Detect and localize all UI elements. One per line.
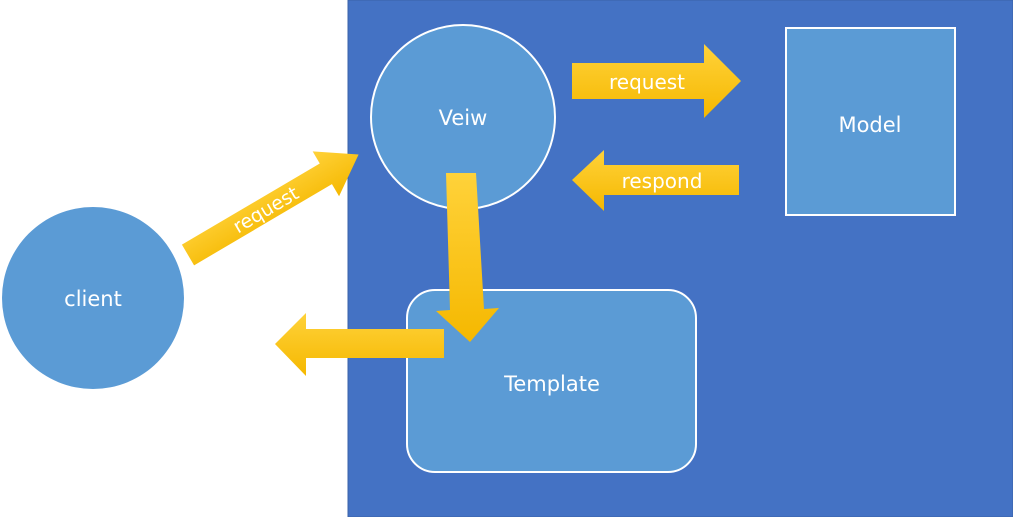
- client-to-view-label: request: [229, 182, 302, 238]
- template-to-client-arrow: [275, 313, 444, 376]
- model-node: [785, 27, 956, 216]
- client-node: [2, 207, 184, 389]
- model-to-view-arrow: [572, 150, 739, 211]
- model-label: Model: [838, 113, 901, 137]
- template-label: Template: [503, 372, 600, 396]
- view-to-model-arrow: [572, 44, 741, 118]
- client-to-view-arrow: request: [181, 151, 359, 266]
- client-label: client: [64, 287, 122, 311]
- template-node: [406, 289, 697, 473]
- model-to-view-label: respond: [622, 169, 703, 193]
- view-to-template-arrow: [436, 173, 499, 342]
- view-to-model-label: request: [609, 70, 685, 94]
- view-label: Veiw: [439, 106, 488, 130]
